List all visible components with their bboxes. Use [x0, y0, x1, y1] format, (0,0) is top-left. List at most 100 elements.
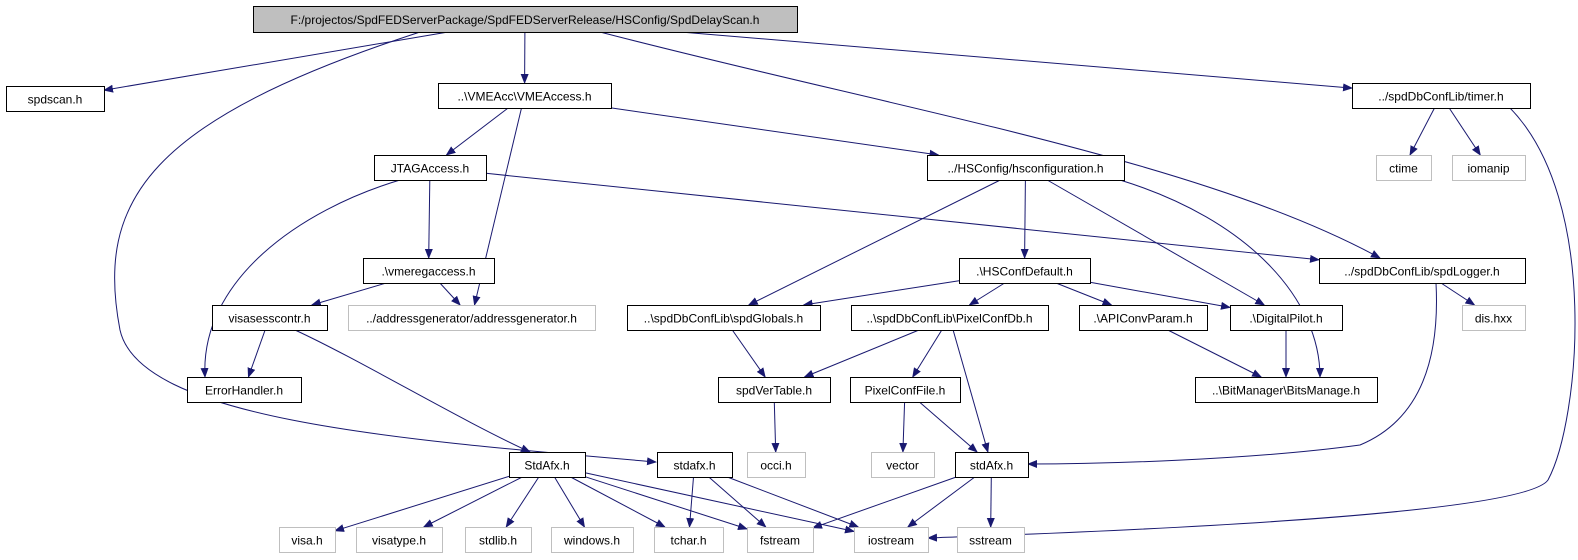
node-stdafxl[interactable]: stdafx.h	[657, 452, 733, 478]
edge-StdAfxU-to-fstream	[584, 476, 748, 530]
node-label: ../HSConfig/hsconfiguration.h	[947, 162, 1103, 176]
edge-StdAfxU-to-windows	[554, 476, 586, 528]
node-stdlib[interactable]: stdlib.h	[465, 527, 532, 553]
node-hsconfdef[interactable]: .\HSConfDefault.h	[959, 258, 1091, 284]
edge-spdvertable-to-occi	[771, 401, 780, 453]
node-bitsmanage[interactable]: ..\BitManager\BitsManage.h	[1195, 377, 1378, 403]
node-box	[1462, 305, 1526, 331]
node-hsconfig[interactable]: ../HSConfig/hsconfiguration.h	[927, 155, 1125, 181]
edge-pixeldb-to-stdAfxM	[952, 329, 990, 453]
node-box	[955, 452, 1029, 478]
edge-timer-to-ctime	[1409, 107, 1435, 156]
node-label: iomanip	[1467, 162, 1509, 176]
node-label: stdafx.h	[673, 459, 715, 473]
node-ctime[interactable]: ctime	[1376, 155, 1432, 181]
node-label: windows.h	[563, 534, 620, 548]
edge-stdAfxM-to-sstream	[986, 476, 995, 528]
node-box	[851, 305, 1049, 331]
node-label: JTAGAccess.h	[391, 162, 469, 176]
node-errhandler[interactable]: ErrorHandler.h	[187, 377, 302, 403]
edge-jtag-to-errhandler	[200, 179, 401, 378]
edge-hsconfdef-to-digpilot	[1089, 281, 1231, 310]
node-box	[657, 452, 733, 478]
node-visasess[interactable]: visasesscontr.h	[212, 305, 328, 331]
node-StdAfxU[interactable]: StdAfx.h	[509, 452, 586, 478]
node-label: stdlib.h	[479, 534, 517, 548]
node-box	[871, 452, 935, 478]
edge-vmereg-to-addrgen	[439, 282, 461, 306]
node-label: tchar.h	[670, 534, 706, 548]
edge-hsconfig-to-hsconfdef	[1020, 179, 1029, 259]
node-windows[interactable]: windows.h	[551, 527, 634, 553]
node-box	[509, 452, 586, 478]
node-root[interactable]: F:/projectos/SpdFEDServerPackage/SpdFEDS…	[253, 6, 798, 33]
node-timer[interactable]: ../spdDbConfLib/timer.h	[1352, 83, 1531, 109]
node-label: stdAfx.h	[970, 459, 1013, 473]
node-box	[747, 527, 814, 553]
node-label: ..\spdDbConfLib\PixelConfDb.h	[866, 312, 1032, 326]
node-box	[850, 377, 961, 403]
node-label: visasesscontr.h	[228, 312, 310, 326]
node-pixelfile[interactable]: PixelConfFile.h	[850, 377, 961, 403]
node-box	[363, 258, 495, 284]
node-vmereg[interactable]: .\vmeregaccess.h	[363, 258, 495, 284]
edge-vmeaccess-to-jtag	[445, 107, 509, 156]
node-label: visa.h	[291, 534, 322, 548]
node-label: ..\BitManager\BitsManage.h	[1212, 384, 1360, 398]
edge-pixelfile-to-vector	[899, 401, 908, 453]
edge-root-to-logger	[599, 31, 1381, 259]
edge-StdAfxU-to-stdlib	[505, 476, 540, 528]
node-globals[interactable]: ..\spdDbConfLib\spdGlobals.h	[627, 305, 821, 331]
node-stdAfxM[interactable]: stdAfx.h	[955, 452, 1029, 478]
edge-hsconfig-to-globals	[747, 179, 1001, 306]
node-label: spdscan.h	[28, 93, 83, 107]
edge-pixeldb-to-pixelfile	[912, 329, 943, 378]
node-vmeaccess[interactable]: ..\VMEAcc\VMEAccess.h	[438, 83, 612, 109]
node-box	[957, 527, 1025, 553]
node-visa[interactable]: visa.h	[279, 527, 336, 553]
node-digpilot[interactable]: .\DigitalPilot.h	[1230, 305, 1343, 331]
node-box	[1376, 155, 1432, 181]
edge-StdAfxU-to-visa	[334, 475, 510, 532]
node-box	[187, 377, 302, 403]
node-iomanip[interactable]: iomanip	[1452, 155, 1526, 181]
node-addrgen[interactable]: ../addressgenerator/addressgenerator.h	[348, 305, 596, 331]
node-spdscan[interactable]: spdscan.h	[6, 86, 105, 112]
node-box	[356, 527, 443, 553]
node-box	[279, 527, 336, 553]
node-fstream[interactable]: fstream	[747, 527, 814, 553]
node-jtag[interactable]: JTAGAccess.h	[374, 155, 487, 181]
edge-globals-to-spdvertable	[731, 329, 766, 378]
node-label: .\APIConvParam.h	[1093, 312, 1192, 326]
edge-stdAfxM-to-iostream	[906, 476, 976, 528]
node-dis[interactable]: dis.hxx	[1462, 305, 1526, 331]
node-logger[interactable]: ../spdDbConfLib/spdLogger.h	[1319, 258, 1526, 284]
node-label: F:/projectos/SpdFEDServerPackage/SpdFEDS…	[291, 13, 760, 27]
edge-jtag-to-logger	[485, 172, 1320, 263]
edge-root-to-stdafxl	[114, 31, 657, 466]
node-apiconv[interactable]: .\APIConvParam.h	[1079, 305, 1208, 331]
node-iostream[interactable]: iostream	[854, 527, 929, 553]
node-spdvertable[interactable]: spdVerTable.h	[718, 377, 831, 403]
node-visatype[interactable]: visatype.h	[356, 527, 443, 553]
node-sstream[interactable]: sstream	[957, 527, 1025, 553]
node-occi[interactable]: occi.h	[747, 452, 806, 478]
node-box	[627, 305, 821, 331]
node-box	[253, 6, 798, 33]
edge-jtag-to-vmereg	[424, 179, 433, 259]
node-box	[927, 155, 1125, 181]
edge-hsconfdef-to-apiconv	[1055, 282, 1113, 306]
node-tchar[interactable]: tchar.h	[654, 527, 724, 553]
node-box	[1452, 155, 1526, 181]
node-box	[654, 527, 724, 553]
edge-pixeldb-to-spdvertable	[803, 329, 920, 378]
edge-StdAfxU-to-iostream	[584, 472, 855, 534]
edge-layer	[103, 31, 1576, 542]
node-box	[374, 155, 487, 181]
edge-logger-to-dis	[1440, 282, 1476, 306]
edge-stdAfxM-to-fstream	[812, 476, 957, 529]
node-pixeldb[interactable]: ..\spdDbConfLib\PixelConfDb.h	[851, 305, 1049, 331]
node-layer: F:/projectos/SpdFEDServerPackage/SpdFEDS…	[6, 6, 1531, 553]
node-label: ..\VMEAcc\VMEAccess.h	[457, 90, 591, 104]
node-vector[interactable]: vector	[871, 452, 935, 478]
